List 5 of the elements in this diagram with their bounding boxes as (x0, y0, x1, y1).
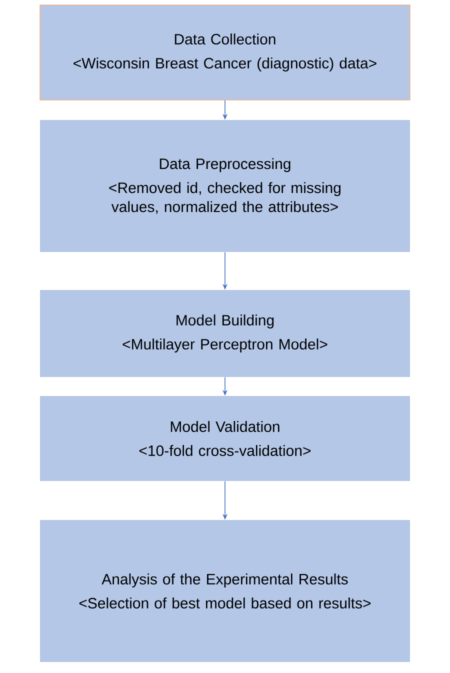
process-box: Data Preprocessing <Removed id, checked for missing values, normalized the attributes> (40, 120, 410, 252)
process-box: Data Collection <Wisconsin Breast Cancer (diagnostic) data> (40, 4, 410, 100)
process-box: Model Building <Multilayer Perceptron Model> (40, 290, 410, 377)
process-box: Model Validation <10-fold cross-validation> (40, 396, 410, 481)
process-box: Analysis of the Experimental Results <Selection of best model based on results> (40, 520, 410, 662)
